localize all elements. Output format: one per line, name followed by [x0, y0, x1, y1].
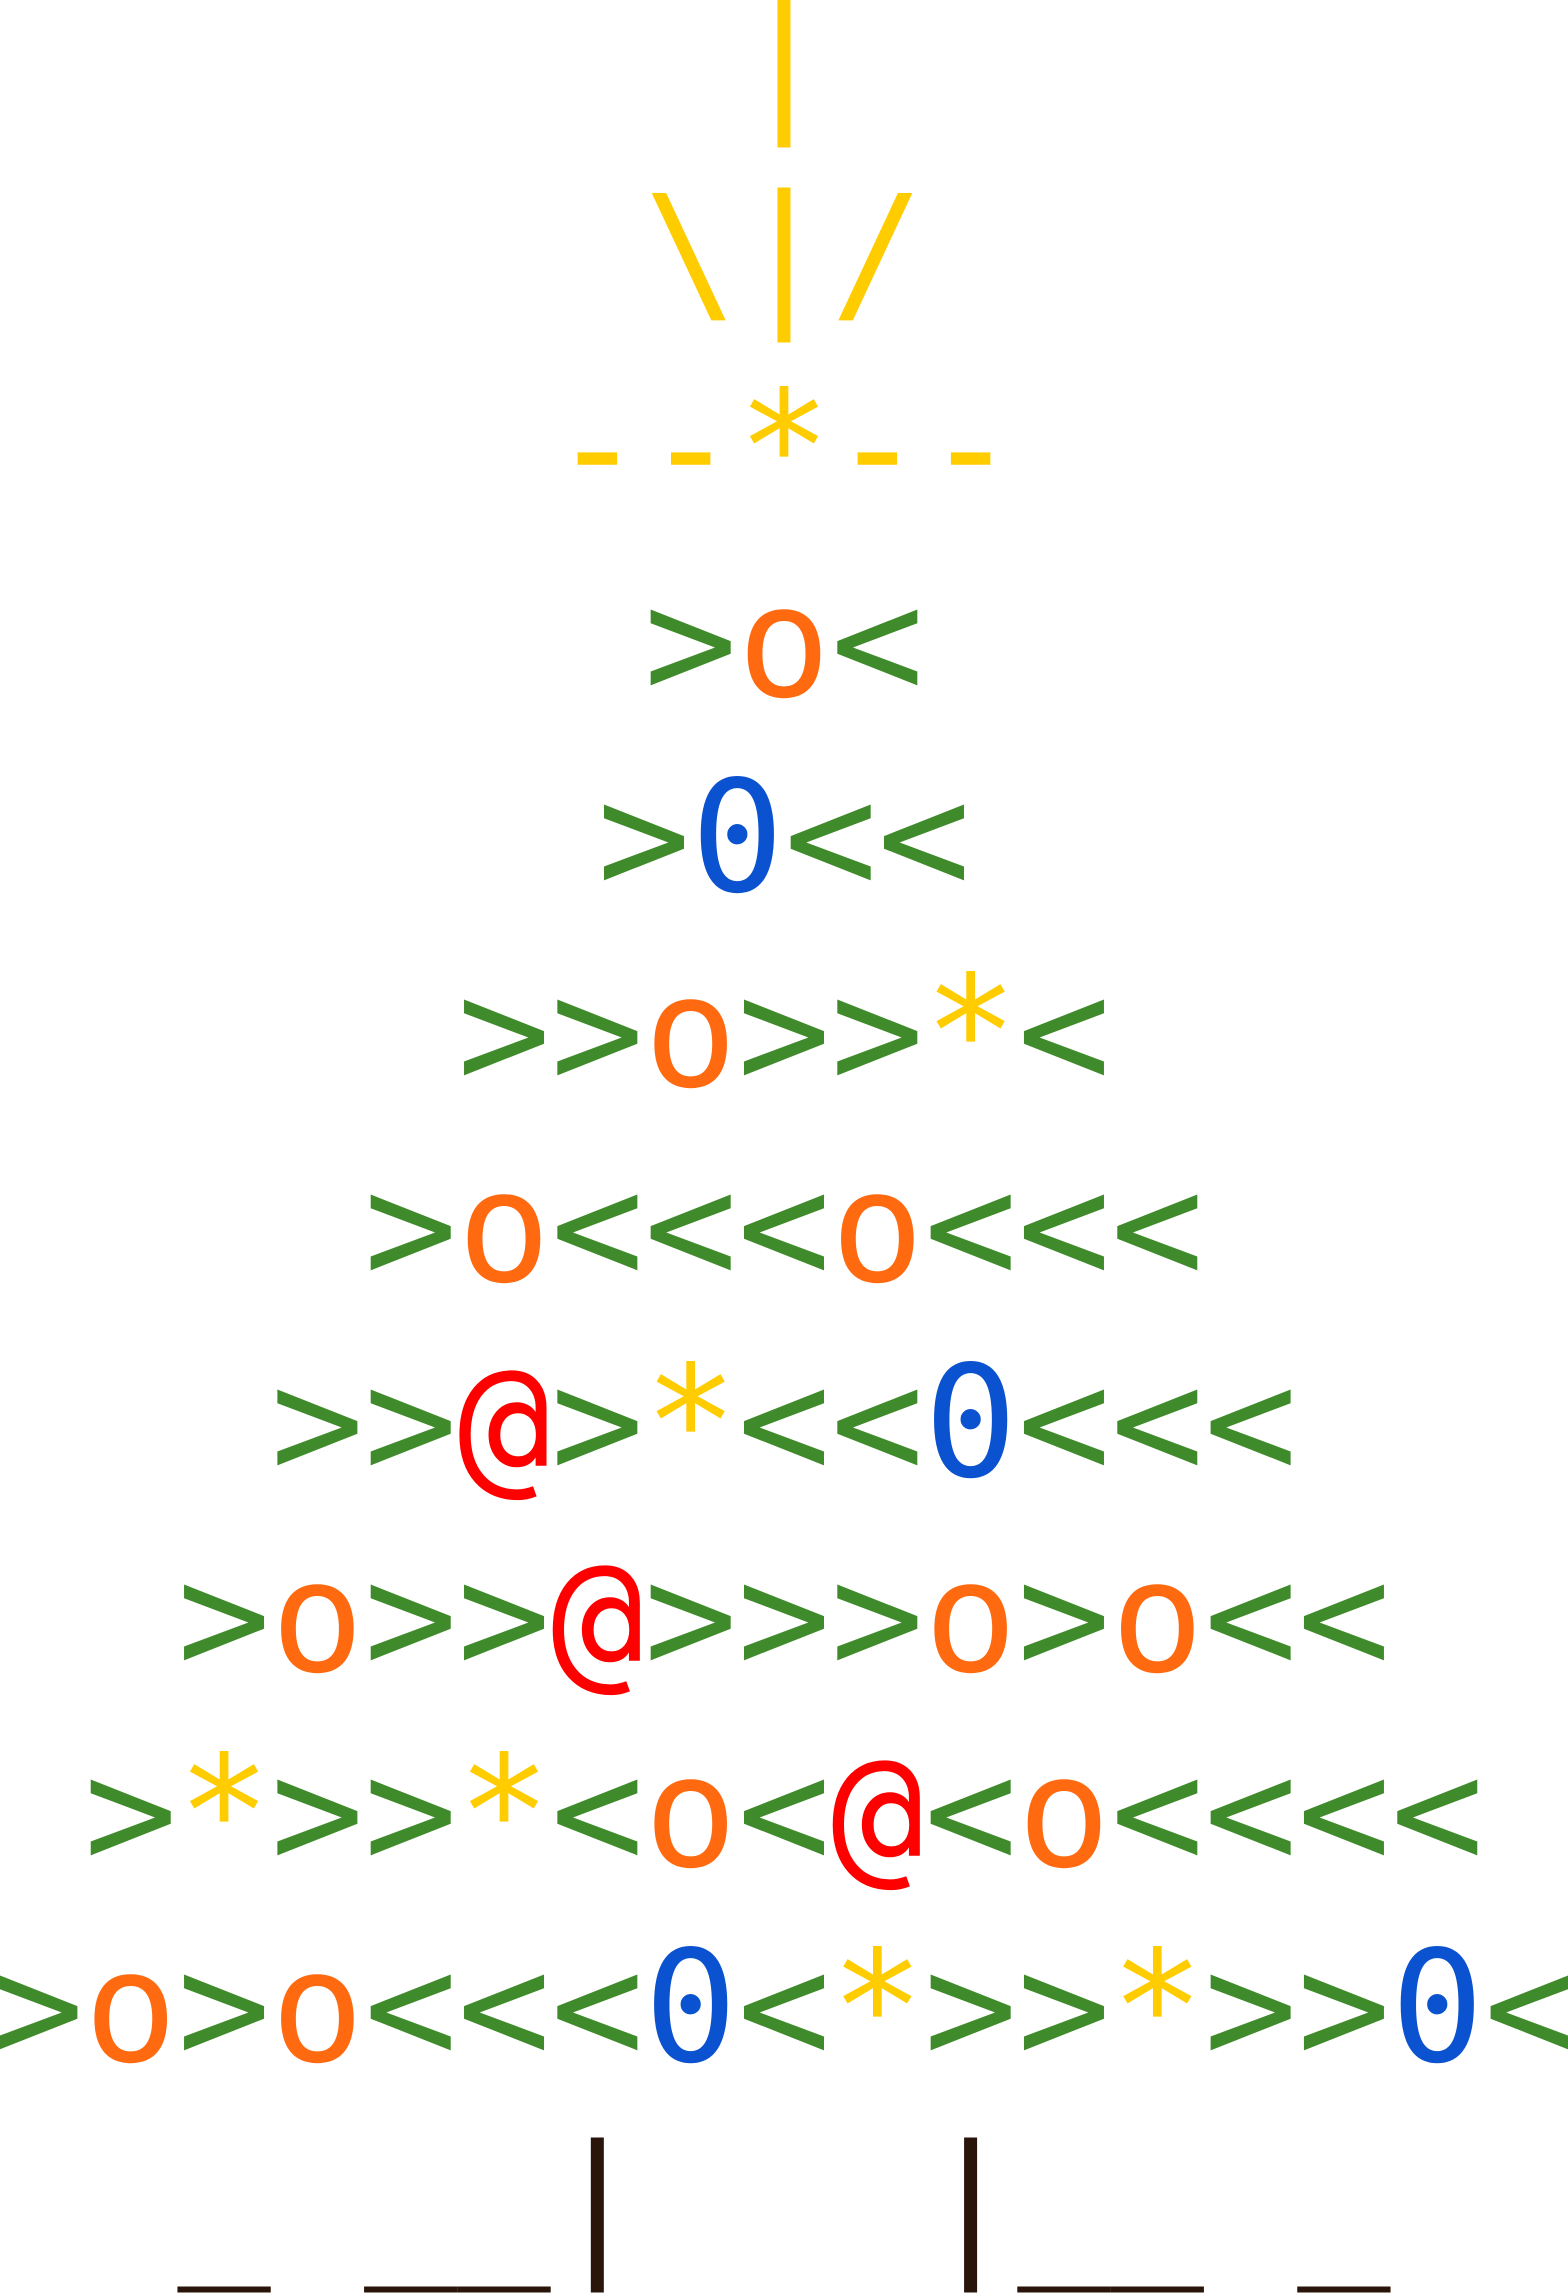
tree-row-8-glyph: > — [0, 1917, 85, 2098]
tree-row-5-glyph: @ — [457, 1332, 551, 1513]
star-base: --*-- — [551, 370, 1018, 525]
star-base-glyph: --*-- — [550, 357, 1018, 538]
tree-row-6-glyph: o — [923, 1527, 1018, 1708]
tree-row-3: >>o>>*< — [457, 955, 1110, 1110]
tree-row-7-glyph: o — [1017, 1722, 1111, 1903]
tree-row-8-glyph: < — [737, 1917, 831, 2098]
tree-row-4: >o<<<o<<< — [364, 1150, 1204, 1305]
tree-row-2: >0<< — [597, 760, 970, 915]
tree-row-8-glyph: >> — [924, 1917, 1111, 2098]
tree-row-8-glyph: < — [1483, 1917, 1568, 2098]
star-top-glyph: | — [737, 0, 831, 148]
tree-row-1: >o< — [644, 565, 924, 720]
tree-row-6-glyph: o — [270, 1527, 365, 1708]
tree-row-7-glyph: o — [644, 1722, 738, 1903]
tree-row-6-glyph: > — [177, 1527, 271, 1708]
tree-row-7: >*>>*<o<@<o<<<< — [84, 1735, 1484, 1890]
tree-row-3-glyph: * — [923, 942, 1018, 1123]
tree-row-5-glyph: > — [550, 1332, 645, 1513]
tree-row-6-glyph: > — [1017, 1527, 1111, 1708]
tree-row-6-glyph: o — [1110, 1527, 1204, 1708]
tree-row-7-glyph: < — [924, 1722, 1018, 1903]
tree-row-5-glyph: >> — [270, 1332, 458, 1513]
tree-row-1-glyph: > — [644, 552, 738, 733]
tree-row-4-glyph: o — [830, 1137, 924, 1318]
tree-row-3-glyph: < — [1017, 942, 1111, 1123]
tree-row-8-glyph: <<< — [364, 1917, 645, 2098]
tree-row-8-glyph: * — [1110, 1917, 1204, 2098]
trunk-base: _ __| |__ _ — [177, 2125, 1390, 2280]
tree-row-1-glyph: o — [737, 552, 831, 733]
tree-row-8: >o>o<<<0<*>>*>>0< — [0, 1930, 1568, 2085]
tree-row-3-glyph: >> — [737, 942, 924, 1123]
tree-row-5-glyph: 0 — [923, 1332, 1018, 1513]
tree-row-8-glyph: > — [177, 1917, 271, 2098]
star-top: | — [737, 0, 830, 135]
tree-row-3-glyph: >> — [457, 942, 645, 1123]
tree-row-7-glyph: * — [457, 1722, 551, 1903]
tree-row-7-glyph: > — [84, 1722, 178, 1903]
tree-row-7-glyph: < — [550, 1722, 645, 1903]
tree-row-7-glyph: * — [177, 1722, 271, 1903]
tree-row-6-glyph: << — [1203, 1527, 1391, 1708]
tree-row-3-glyph: o — [644, 942, 738, 1123]
tree-row-6: >o>>@>>>o>o<< — [177, 1540, 1390, 1695]
tree-row-5-glyph: << — [737, 1332, 924, 1513]
tree-row-6-glyph: >>> — [644, 1527, 924, 1708]
tree-row-8-glyph: * — [830, 1917, 924, 2098]
tree-row-5: >>@>*<<0<<< — [271, 1345, 1298, 1500]
tree-row-2-glyph: 0 — [690, 747, 785, 928]
tree-row-5-glyph: * — [644, 1332, 738, 1513]
tree-row-7-glyph: < — [737, 1722, 831, 1903]
tree-row-7-glyph: >> — [270, 1722, 458, 1903]
tree-row-8-glyph: >> — [1203, 1917, 1391, 2098]
tree-row-6-glyph: @ — [550, 1527, 645, 1708]
tree-row-4-glyph: <<< — [923, 1137, 1204, 1318]
tree-row-7-glyph: @ — [830, 1722, 924, 1903]
star-rays: \|/ — [644, 175, 924, 330]
tree-row-2-glyph: > — [597, 747, 691, 928]
tree-row-1-glyph: < — [830, 552, 924, 733]
trunk-base-glyph: _ __| |__ _ — [177, 2112, 1391, 2293]
tree-row-5-glyph: <<< — [1017, 1332, 1298, 1513]
star-rays-glyph: \|/ — [644, 162, 924, 343]
tree-row-4-glyph: > — [364, 1137, 458, 1318]
tree-row-8-glyph: 0 — [644, 1917, 738, 2098]
tree-row-6-glyph: >> — [364, 1527, 551, 1708]
tree-row-4-glyph: o — [457, 1137, 551, 1318]
tree-row-4-glyph: <<< — [550, 1137, 831, 1318]
tree-row-8-glyph: o — [270, 1917, 365, 2098]
tree-row-8-glyph: 0 — [1390, 1917, 1484, 2098]
tree-row-2-glyph: << — [784, 747, 971, 928]
tree-row-7-glyph: <<<< — [1110, 1722, 1484, 1903]
tree-row-8-glyph: o — [84, 1917, 178, 2098]
